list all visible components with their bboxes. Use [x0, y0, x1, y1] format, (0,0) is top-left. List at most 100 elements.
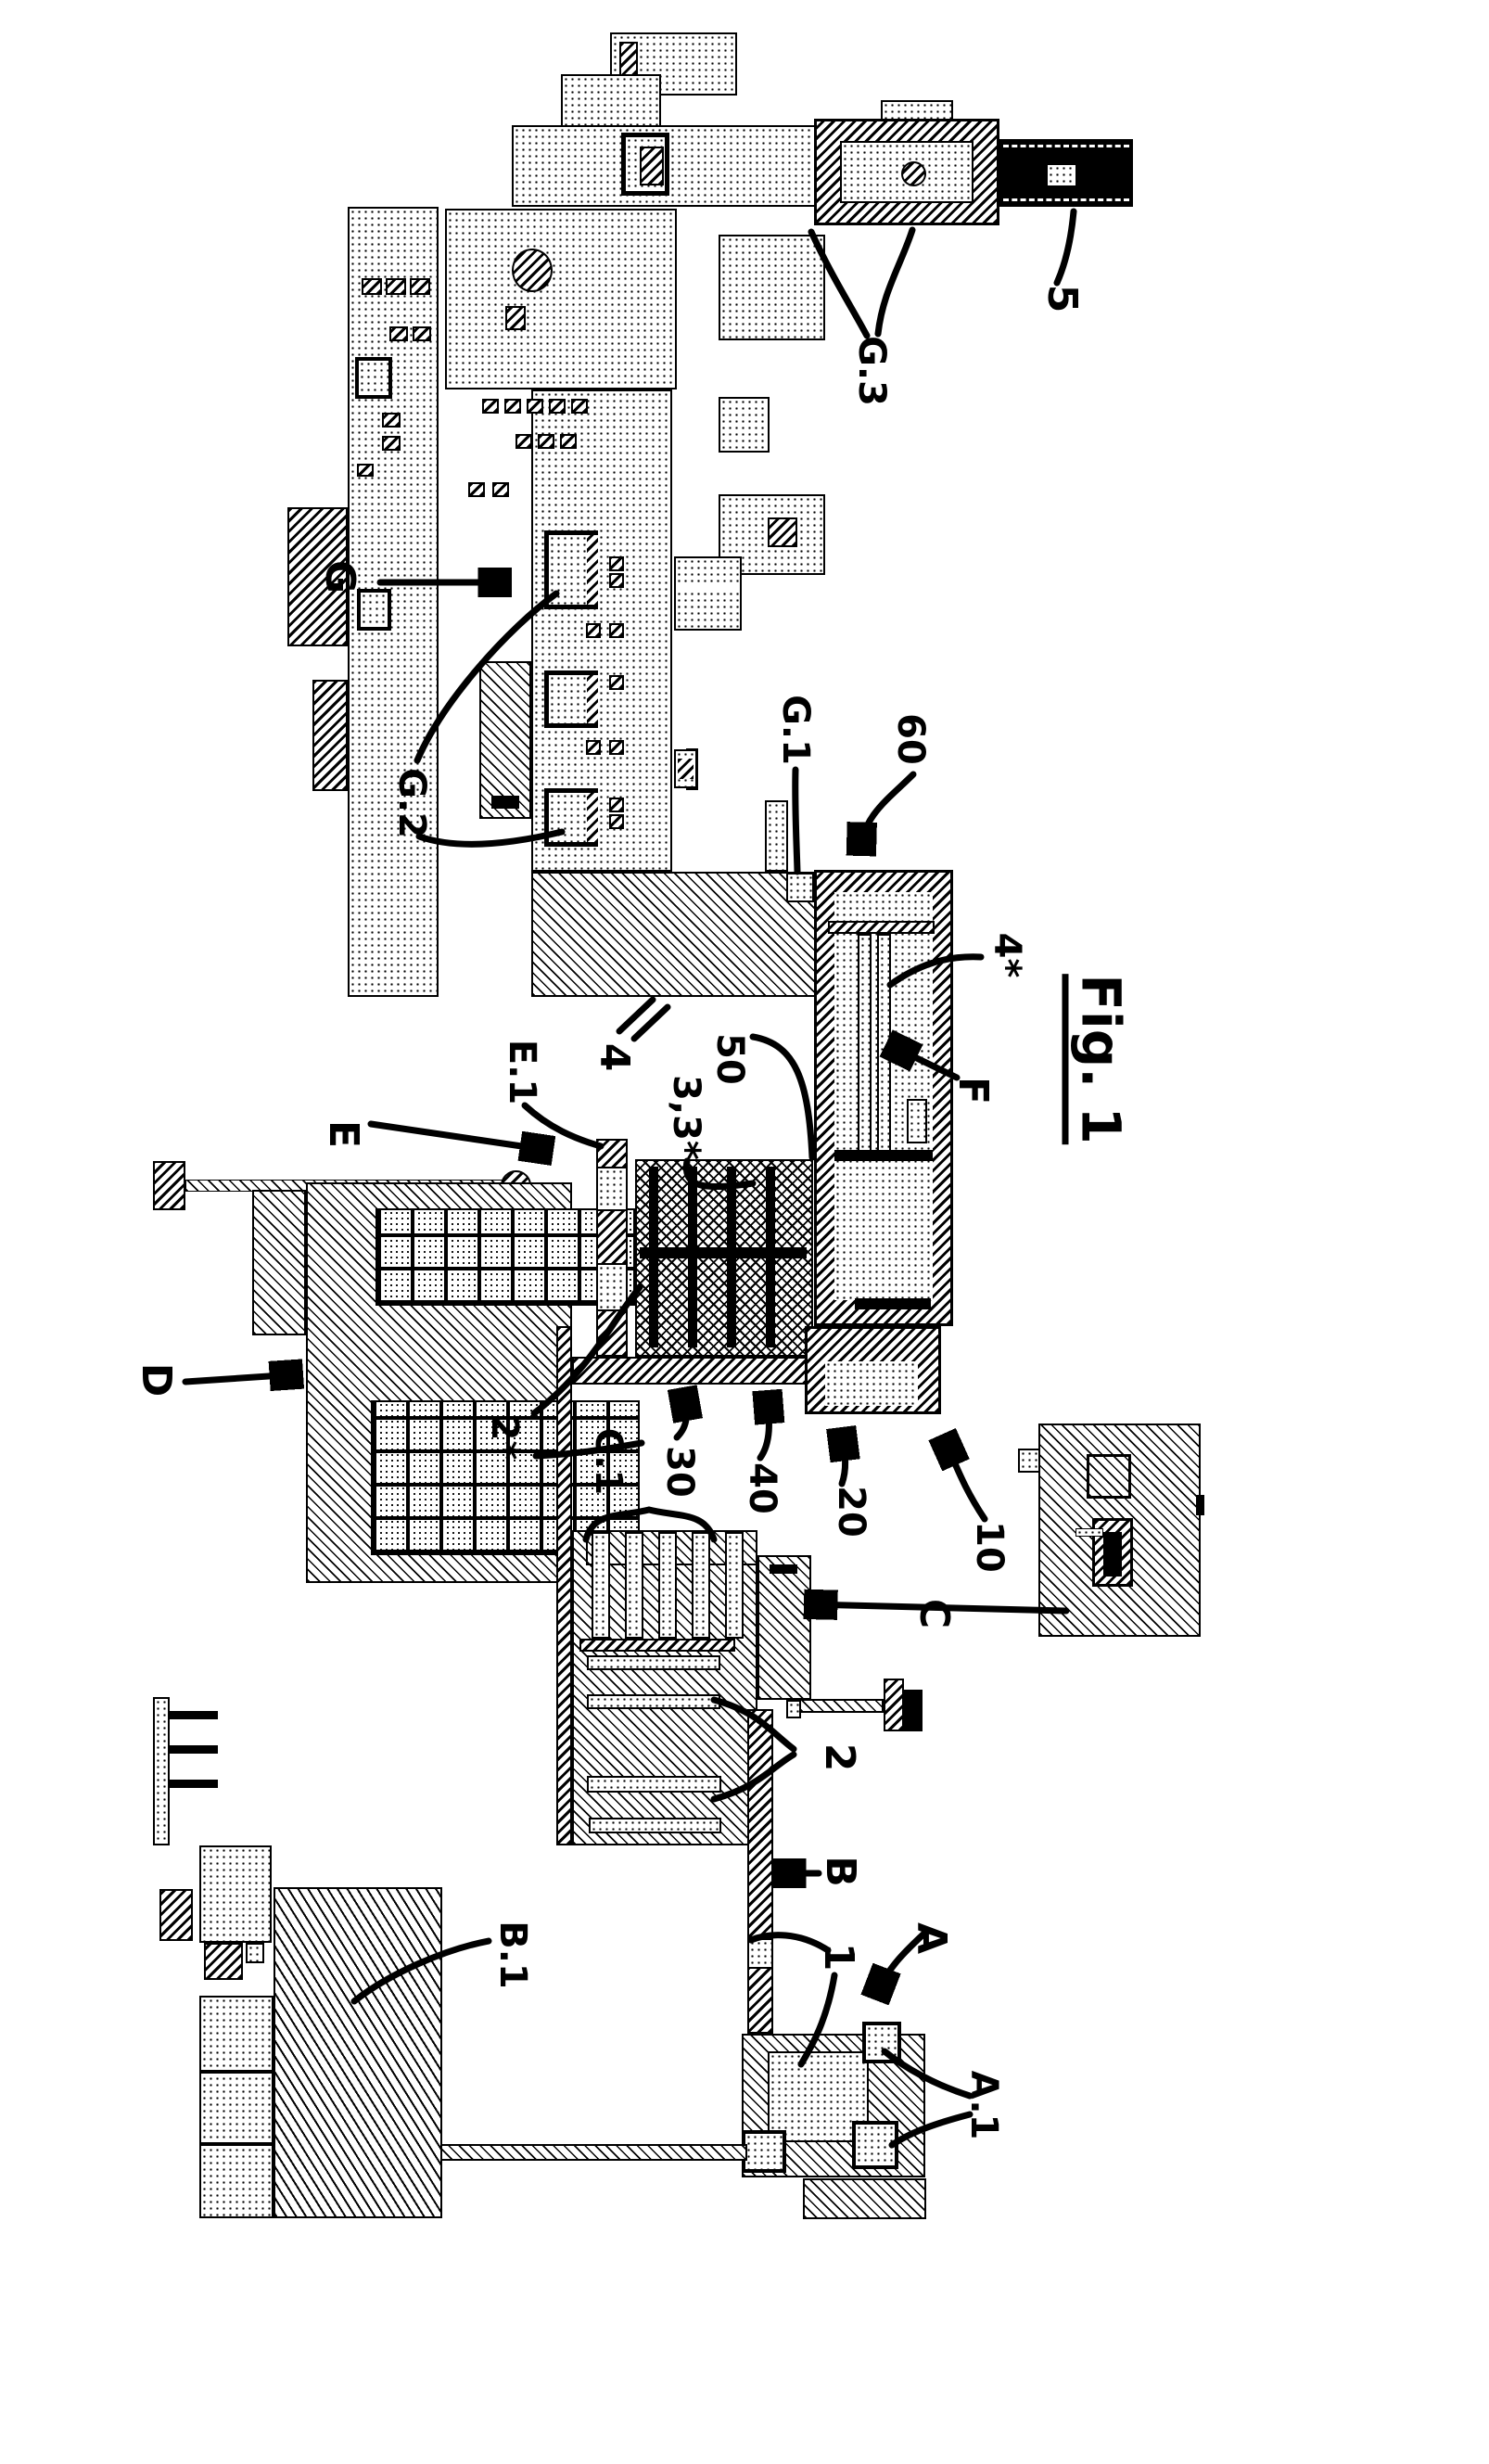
product-bar-2: [587, 1694, 720, 1709]
fixture-block-core: [904, 1690, 923, 1731]
label-d: D: [133, 1362, 180, 1398]
g2-side-unit-bar: [491, 796, 519, 809]
g-left-slab-tab-1: [287, 507, 348, 646]
label-g1: G.1: [774, 695, 817, 765]
label-a: A: [908, 1921, 955, 1955]
d-tbar-anchor: [153, 1161, 185, 1210]
g-wide-top-block: [445, 209, 677, 389]
g-right-block-2: [719, 397, 770, 453]
small-square: [527, 399, 543, 414]
e1-bar-seg: [596, 1209, 628, 1265]
leader-4-b: [630, 1003, 671, 1042]
label-4s: 4*: [986, 932, 1028, 978]
small-square: [609, 556, 624, 571]
detached-unit-core: [1103, 1532, 1122, 1577]
label-g3: G.3: [850, 336, 893, 406]
c-block: [757, 1555, 811, 1700]
arrow-10: [945, 1440, 988, 1523]
c1-finger: [725, 1532, 744, 1639]
b1-main-slab: [274, 1887, 442, 2218]
small-square: [609, 814, 624, 829]
g2-magazine-3-strip: [587, 793, 598, 842]
unit-5-dash-top: [1003, 145, 1129, 147]
small-square: [362, 278, 382, 295]
a-pad-left: [742, 2130, 786, 2173]
arrow-20: [842, 1434, 846, 1487]
label-60: 60: [889, 713, 932, 765]
g-band-box-inner: [640, 147, 664, 185]
small-square: [382, 436, 401, 451]
small-square: [482, 399, 499, 414]
g-right-block-3-chip: [768, 517, 797, 547]
arrow-40: [760, 1397, 770, 1462]
g-right-slot: [676, 582, 740, 592]
g1-chimney: [765, 800, 788, 872]
small-square: [389, 326, 408, 341]
small-square: [515, 434, 532, 449]
f-piston-bar: [858, 934, 872, 1161]
e1-bar-seg: [596, 1139, 628, 1168]
unit-5-patch: [1048, 165, 1075, 185]
label-b1: B.1: [491, 1921, 534, 1989]
g-left-slab-box-1: [355, 357, 392, 399]
small-square: [538, 434, 554, 449]
b1-left-column-divider: [199, 2142, 274, 2146]
g2-magazine-2-strip: [587, 675, 598, 723]
e1-bar-seg: [596, 1167, 628, 1211]
e1-bar-seg: [596, 1263, 628, 1311]
b1-tab: [204, 1943, 243, 1980]
product-bar-2: [587, 1655, 720, 1670]
a-extension: [803, 2178, 926, 2219]
small-square: [609, 623, 624, 638]
g3-station-roller: [901, 161, 926, 186]
label-10: 10: [968, 1521, 1011, 1573]
small-square: [357, 464, 374, 477]
label-e: E: [320, 1119, 367, 1149]
small-square: [609, 740, 624, 755]
detached-unit-window: [1087, 1454, 1131, 1499]
detached-unit-mark: [1018, 1449, 1040, 1473]
f-top-bar: [828, 921, 935, 934]
b1-tab-small: [246, 1943, 264, 1963]
fixture-block: [884, 1679, 904, 1731]
c1-finger: [592, 1532, 610, 1639]
label-b: B: [817, 1856, 864, 1887]
small-square: [609, 798, 624, 812]
g2-magazine-1-strip: [587, 535, 598, 605]
leader-50: [749, 1033, 816, 1161]
detached-unit-tick: [1196, 1495, 1204, 1515]
leader-5: [1053, 208, 1077, 287]
small-square: [504, 399, 521, 414]
f-piston-bar: [877, 934, 891, 1161]
detached-unit-rod: [1075, 1528, 1103, 1537]
unit-5-dash-bottom: [1003, 198, 1129, 201]
fixture-pad: [786, 1700, 801, 1718]
g1-junction-block: [786, 873, 814, 902]
small-square: [492, 482, 509, 497]
b1-comb-bar: [170, 1780, 218, 1788]
racks-33-beam: [640, 1247, 807, 1258]
small-square: [413, 326, 431, 341]
small-square: [609, 573, 624, 588]
f-divider: [834, 1150, 933, 1161]
fixture-rod: [799, 1699, 884, 1713]
c1-cross-bar: [579, 1639, 735, 1652]
e-transfer-band: [531, 872, 816, 997]
d-wall: [556, 1326, 572, 1845]
b1-left-column: [199, 1996, 274, 2218]
label-g2: G.2: [390, 768, 433, 838]
label-2: 2: [816, 1743, 863, 1772]
c1-finger: [625, 1532, 643, 1639]
b-conveyor-window: [747, 1938, 773, 1969]
b-conveyor-bar: [747, 1709, 773, 2034]
label-20: 20: [830, 1486, 872, 1538]
b1-side-block: [159, 1889, 193, 1941]
g-roller-circle: [512, 249, 553, 292]
f-side-block: [907, 1099, 927, 1143]
small-square: [410, 278, 430, 295]
a1-pad-top: [862, 2022, 901, 2063]
label-2s: 2*: [483, 1414, 526, 1461]
label-40: 40: [741, 1462, 783, 1514]
b1-left-column-divider: [199, 2070, 274, 2074]
label-c: C: [910, 1598, 958, 1629]
